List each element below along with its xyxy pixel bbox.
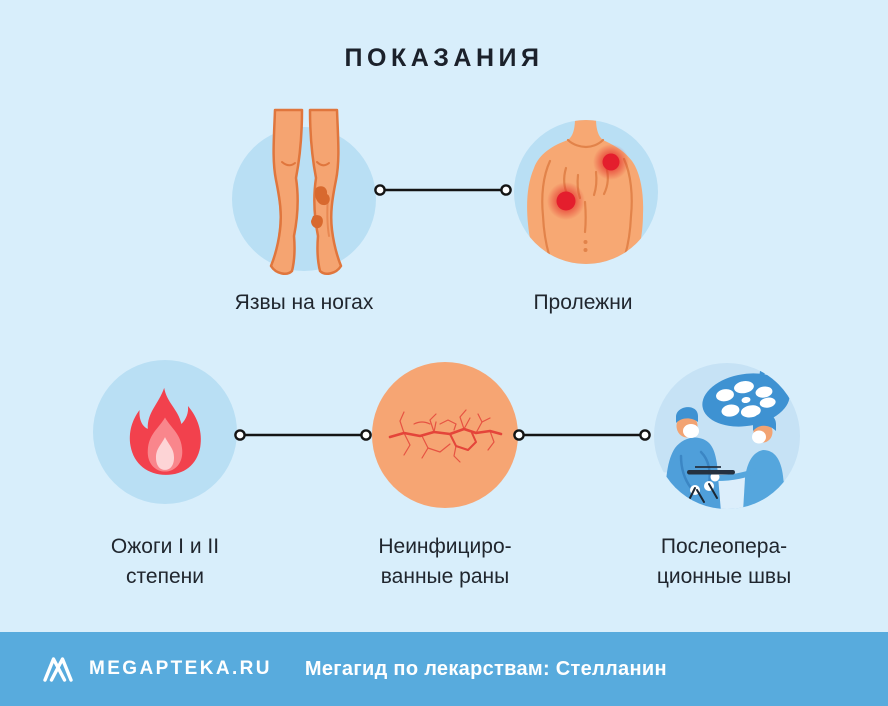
legs-ulcers-illustration	[229, 104, 379, 284]
label-burns: Ожоги I и II степени	[45, 532, 285, 592]
footer-tagline: Мегагид по лекарствам: Стелланин	[304, 657, 667, 680]
label-wounds: Неинфициро- ванные раны	[325, 532, 565, 592]
label-text-line1: Неинфициро-	[378, 535, 512, 558]
label-sutures: Послеопера- ционные швы	[604, 532, 844, 592]
fire-icon	[90, 357, 240, 507]
footer-brand: MEGAPTEKA.RU	[89, 658, 272, 679]
label-text: Язвы на ногах	[234, 291, 374, 314]
footer-bar: MEGAPTEKA.RU Мегагид по лекарствам: Стел…	[0, 632, 888, 706]
label-leg-ulcers: Язвы на ногах	[184, 288, 424, 318]
connector-line	[233, 427, 373, 443]
back-bedsores-illustration	[511, 104, 661, 264]
label-text-line2: ционные швы	[656, 565, 792, 588]
wound-skin-illustration	[370, 360, 520, 510]
megapteka-logo-icon	[40, 652, 76, 686]
surgery-scene-illustration	[651, 360, 803, 512]
label-text-line2: ванные раны	[380, 565, 510, 588]
label-text-line1: Послеопера-	[660, 535, 788, 558]
connector-line	[373, 182, 513, 198]
label-text: Пролежни	[533, 291, 633, 314]
connector-line	[512, 427, 652, 443]
label-text-line1: Ожоги I и II	[110, 535, 220, 558]
label-text-line2: степени	[126, 565, 204, 588]
label-bedsores: Пролежни	[463, 288, 703, 318]
page-title: ПОКАЗАНИЯ	[344, 44, 544, 72]
